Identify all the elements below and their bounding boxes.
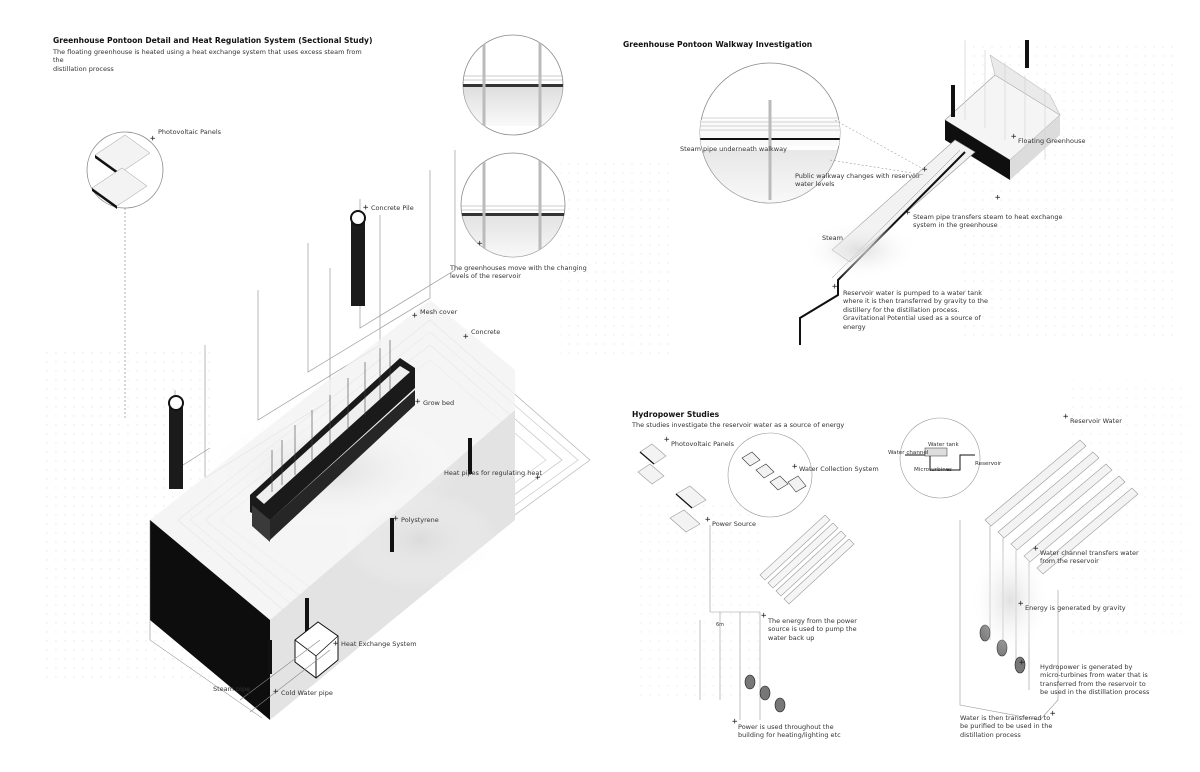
heat-pipe xyxy=(305,598,309,632)
concrete-pile xyxy=(350,210,366,306)
label-greenhouses-move: The greenhouses move with the changing l… xyxy=(450,264,587,281)
hydro-drawing xyxy=(637,417,1139,721)
label-steam: Steam xyxy=(822,234,843,242)
heat-pipe xyxy=(268,640,272,674)
plus-marker: + xyxy=(477,239,483,249)
heat-pipe xyxy=(468,438,472,474)
label-floating-greenhouse: Floating Greenhouse xyxy=(1018,137,1086,145)
label-polystyrene: Polystyrene xyxy=(401,516,439,524)
sectional-title: Greenhouse Pontoon Detail and Heat Regul… xyxy=(53,36,373,45)
label-hydro-photovoltaic: Photovoltaic Panels xyxy=(671,440,735,448)
plus-marker: + xyxy=(273,687,279,697)
label-heat-exchange: Heat Exchange System xyxy=(341,640,417,648)
label-concrete: Concrete xyxy=(471,328,501,336)
label-reservoir-water: Reservoir Water xyxy=(1070,417,1122,425)
plus-marker: + xyxy=(732,717,738,727)
dot-field xyxy=(560,160,670,360)
label-public-walkway: Public walkway changes with reservoir wa… xyxy=(795,172,921,189)
label-reservoir: Reservoir xyxy=(975,461,1002,467)
plus-marker: + xyxy=(1018,599,1024,609)
label-channel-transfers: Water channel transfers water from the r… xyxy=(1040,549,1139,566)
hydro-title: Hydropower Studies xyxy=(632,410,720,419)
label-steam-under-walkway: Steam pipe underneath walkway xyxy=(680,145,787,153)
plus-marker: + xyxy=(1063,412,1069,422)
plus-marker: + xyxy=(1033,544,1039,554)
plus-marker: + xyxy=(535,473,541,483)
label-photovoltaic: Photovoltaic Panels xyxy=(158,128,222,136)
plus-marker: + xyxy=(761,611,767,621)
label-water-tank: Water tank xyxy=(928,442,959,448)
plus-marker: + xyxy=(995,193,1001,203)
plus-marker: + xyxy=(1011,132,1017,142)
label-concrete-pile: Concrete Pile xyxy=(371,204,414,212)
label-energy-gravity: Energy is generated by gravity xyxy=(1025,604,1126,612)
concrete-pile xyxy=(168,395,184,489)
sectional-subtitle: The floating greenhouse is heated using … xyxy=(53,48,362,73)
label-grow-bed: Grow bed xyxy=(423,399,455,407)
plus-marker: + xyxy=(664,435,670,445)
pontoon-left-face xyxy=(150,520,270,720)
label-cold-water-pipe: Cold Water pipe xyxy=(281,689,333,697)
plus-marker: + xyxy=(1050,709,1056,719)
label-microturbines: Microturbines xyxy=(914,467,953,473)
detail-circle-bottom xyxy=(460,152,566,258)
plant-stems xyxy=(271,340,391,492)
fog xyxy=(340,490,500,590)
label-hydropower-generated: Hydropower is generated by micro-turbine… xyxy=(1040,663,1150,697)
photovoltaic-bubble xyxy=(86,131,164,420)
plus-marker: + xyxy=(905,208,911,218)
plus-marker: + xyxy=(363,203,369,213)
plus-marker: + xyxy=(832,282,838,292)
label-power-source: Power Source xyxy=(712,520,757,528)
grow-bed xyxy=(250,358,415,542)
label-dimension: 6m xyxy=(716,622,725,628)
plus-marker: + xyxy=(415,397,421,407)
walkway-title: Greenhouse Pontoon Walkway Investigation xyxy=(623,40,813,49)
label-heat-pipes: Heat pipes for regulating heat xyxy=(444,469,542,477)
label-power-used: Power is used throughout the building fo… xyxy=(738,723,841,740)
label-reservoir-pumped: Reservoir water is pumped to a water tan… xyxy=(843,289,989,331)
plus-marker: + xyxy=(393,514,399,524)
label-steam-pipe: Steam pipe xyxy=(213,685,251,693)
plus-marker: + xyxy=(922,165,928,175)
plus-marker: + xyxy=(463,332,469,342)
heat-exchange-box xyxy=(294,621,339,679)
hydro-subtitle: The studies investigate the reservoir wa… xyxy=(632,421,845,429)
plus-marker: + xyxy=(333,639,339,649)
label-water-channel: Water channel xyxy=(888,450,929,456)
label-water-purified: Water is then transferred to be purified… xyxy=(960,714,1053,739)
label-energy-pump: The energy from the power source is used… xyxy=(768,617,857,642)
label-mesh-cover: Mesh cover xyxy=(420,308,458,316)
label-steam-transfer: Steam pipe transfers steam to heat excha… xyxy=(913,213,1063,230)
heat-pipe xyxy=(390,518,394,552)
plus-marker: + xyxy=(792,462,798,472)
label-water-collection: Water Collection System xyxy=(799,465,879,473)
plus-marker: + xyxy=(705,515,711,525)
detail-circle-top xyxy=(462,34,564,136)
plus-marker: + xyxy=(150,134,156,144)
plus-marker: + xyxy=(412,311,418,321)
plus-marker: + xyxy=(246,689,252,699)
plus-marker: + xyxy=(1019,658,1025,668)
